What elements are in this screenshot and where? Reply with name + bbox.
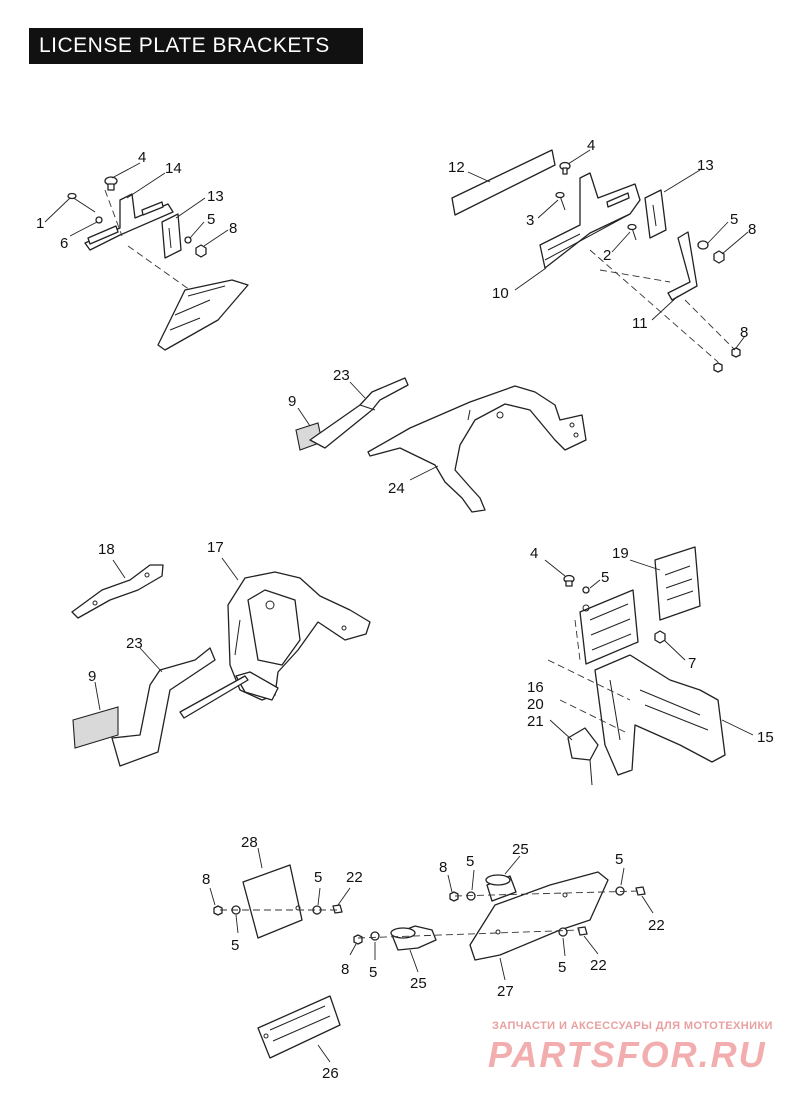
callout-8: 8: [748, 221, 756, 238]
callout-1: 1: [36, 215, 44, 232]
callout-4: 4: [530, 545, 538, 562]
callout-11: 11: [632, 315, 648, 332]
callout-16: 16: [527, 679, 544, 696]
callout-5: 5: [730, 211, 738, 228]
page-title: LICENSE PLATE BRACKETS: [29, 28, 363, 64]
callout-9: 9: [288, 393, 296, 410]
callout-24: 24: [388, 480, 405, 497]
callout-2: 2: [603, 247, 611, 264]
callout-23: 23: [333, 367, 350, 384]
callout-21: 21: [527, 713, 544, 730]
callout-8: 8: [229, 220, 237, 237]
callout-5: 5: [369, 964, 377, 981]
callout-12: 12: [448, 159, 465, 176]
callout-28: 28: [241, 834, 258, 851]
callout-22: 22: [346, 869, 363, 886]
callout-7: 7: [688, 655, 696, 672]
callout-8: 8: [341, 961, 349, 978]
callout-5: 5: [314, 869, 322, 886]
callout-9: 9: [88, 668, 96, 685]
callout-20: 20: [527, 696, 544, 713]
group-2-bracket: 12 4 13 3 5 8 2 10 11 8: [448, 137, 756, 373]
callout-22: 22: [590, 957, 607, 974]
callout-25: 25: [410, 975, 427, 992]
callout-14: 14: [165, 160, 182, 177]
callout-8: 8: [202, 871, 210, 888]
callout-5: 5: [207, 211, 215, 228]
callout-3: 3: [526, 212, 534, 229]
callout-15: 15: [757, 729, 774, 746]
group-6-bracket: 28 8 5 22 5 8 5 25 5 22 8 5 25 5 22 27 2…: [202, 834, 665, 1082]
group-3-bracket: 23 9 24: [288, 367, 587, 513]
callout-5: 5: [601, 569, 609, 586]
watermark-tagline: ЗАПЧАСТИ И АКСЕССУАРЫ ДЛЯ МОТОТЕХНИКИ: [492, 1020, 773, 1032]
callout-17: 17: [207, 539, 224, 556]
callout-5: 5: [558, 959, 566, 976]
callout-27: 27: [497, 983, 514, 1000]
callout-13: 13: [207, 188, 224, 205]
callout-23: 23: [126, 635, 143, 652]
callout-26: 26: [322, 1065, 339, 1082]
group-4-bracket: 18 17 23 9: [71, 539, 371, 767]
callout-5: 5: [231, 937, 239, 954]
callout-25: 25: [512, 841, 529, 858]
callout-8: 8: [740, 324, 748, 341]
callout-10: 10: [492, 285, 509, 302]
callout-4: 4: [138, 149, 146, 166]
callout-4: 4: [587, 137, 595, 154]
group-5-bracket: 4 19 5 7 16 20 21 15: [527, 545, 774, 786]
watermark-logo: PARTSFOR.RU: [488, 1034, 767, 1075]
callout-22: 22: [648, 917, 665, 934]
callout-19: 19: [612, 545, 629, 562]
group-1-bracket: 1 4 14 13 5 8 6: [36, 149, 249, 351]
callout-13: 13: [697, 157, 714, 174]
callout-5: 5: [615, 851, 623, 868]
callout-6: 6: [60, 235, 68, 252]
callout-8: 8: [439, 859, 447, 876]
callout-18: 18: [98, 541, 115, 558]
callout-5: 5: [466, 853, 474, 870]
